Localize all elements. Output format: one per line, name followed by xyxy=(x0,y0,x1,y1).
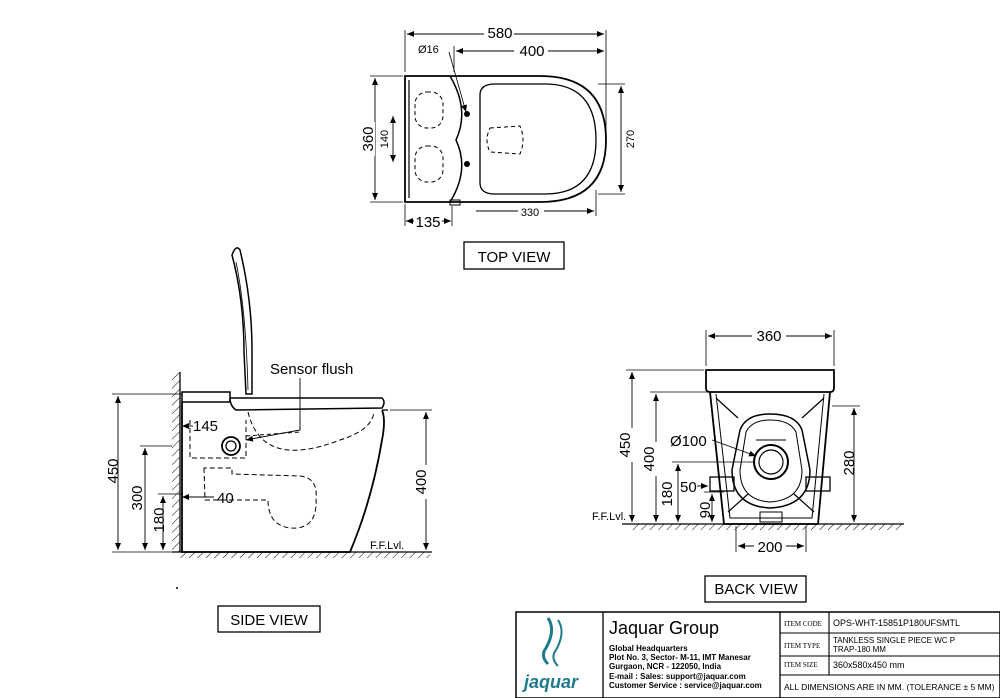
back-dim-90: 90 xyxy=(697,502,714,519)
back-dim-50: 50 xyxy=(680,479,697,496)
company-name: Jaquar Group xyxy=(609,618,719,638)
back-dim-450: 450 xyxy=(617,432,634,457)
hq-title: Global Headquarters xyxy=(609,644,688,653)
item-size-value: 360x580x450 mm xyxy=(833,660,905,670)
back-dim-400: 400 xyxy=(641,446,658,471)
back-dim-280: 280 xyxy=(841,450,858,475)
brand-wordmark: jaquar xyxy=(522,672,579,692)
back-floor-label: F.F.Lvl. xyxy=(592,511,626,523)
side-floor-label: F.F.Lvl. xyxy=(370,540,404,552)
sales-email: E-mail : Sales: support@jaquar.com xyxy=(609,672,746,681)
top-dim-330: 330 xyxy=(521,207,539,219)
back-dim-outlet: Ø100 xyxy=(670,433,707,450)
top-outline xyxy=(404,75,607,203)
item-type-line-2: TRAP-180 MM xyxy=(833,645,886,654)
back-dim-360: 360 xyxy=(756,328,781,345)
side-body xyxy=(181,402,385,553)
top-dim-270: 270 xyxy=(625,130,637,148)
side-dim-180: 180 xyxy=(151,507,168,532)
top-dim-hole: Ø16 xyxy=(418,44,439,56)
top-dim-580: 580 xyxy=(487,25,512,42)
item-size-label: ITEM SIZE xyxy=(784,661,818,669)
side-dim-40: 40 xyxy=(217,490,234,507)
back-view: 360 Ø100 450 400 180 50 90 280 200 xyxy=(592,328,904,603)
tolerance-note: ALL DIMENSIONS ARE IN MM. (TOLERANCE ± 5… xyxy=(784,682,995,692)
top-view: 580 400 Ø16 360 140 270 135 330 xyxy=(360,25,637,270)
item-code-label: ITEM CODE xyxy=(784,620,822,628)
top-dim-140: 140 xyxy=(379,130,391,148)
top-view-label: TOP VIEW xyxy=(478,249,552,266)
item-type-label: ITEM TYPE xyxy=(784,642,820,650)
item-code-value: OPS-WHT-15851P180UFSMTL xyxy=(833,618,960,628)
seat-lid xyxy=(231,247,253,395)
address-line-1: Plot No. 3, Sector- M-11, IMT Manesar xyxy=(609,653,751,662)
customer-service: Customer Service : service@jaquar.com xyxy=(609,681,762,690)
back-body xyxy=(709,391,831,525)
side-dim-400: 400 xyxy=(413,469,430,494)
side-dim-450: 450 xyxy=(105,458,122,483)
address-line-2: Gurgaon, NCR - 122050, India xyxy=(609,662,722,671)
side-dim-300: 300 xyxy=(129,485,146,510)
sensor-flush-label: Sensor flush xyxy=(270,361,353,378)
item-type-line-1: TANKLESS SINGLE PIECE WC P xyxy=(833,636,955,645)
top-dim-135: 135 xyxy=(415,214,440,231)
top-dim-400: 400 xyxy=(519,43,544,60)
jaquar-logo: jaquar xyxy=(522,617,579,692)
side-view: Sensor flush 145 40 450 300 180 400 F.F.… xyxy=(105,247,434,633)
side-dim-145: 145 xyxy=(193,418,218,435)
seat-outline xyxy=(479,83,597,195)
back-dim-180: 180 xyxy=(659,481,676,506)
back-view-label: BACK VIEW xyxy=(714,581,798,598)
title-block: jaquar Jaquar Group Global Headquarters … xyxy=(515,611,1000,698)
side-view-label: SIDE VIEW xyxy=(230,612,308,629)
back-dim-200: 200 xyxy=(757,539,782,556)
top-dim-360: 360 xyxy=(360,126,377,151)
